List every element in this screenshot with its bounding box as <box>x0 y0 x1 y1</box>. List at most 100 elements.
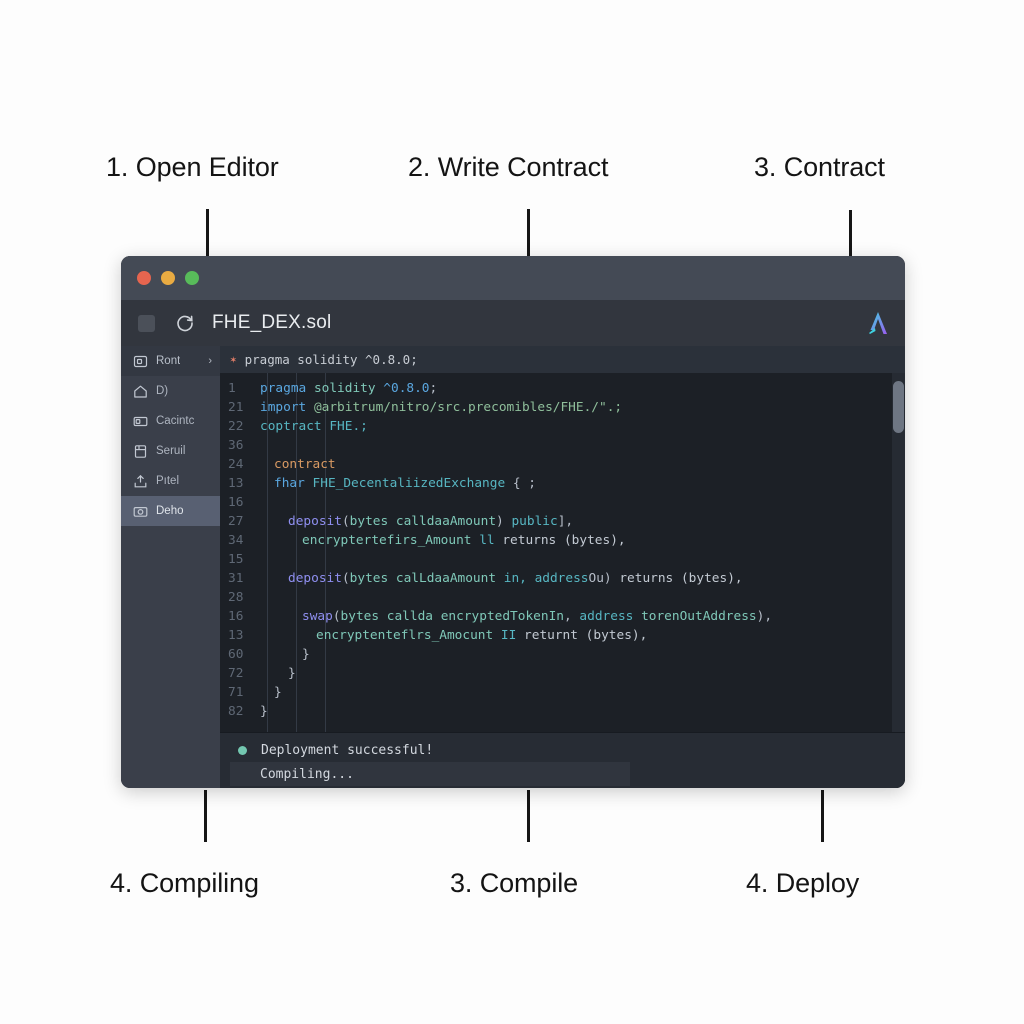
scrollbar-thumb[interactable] <box>893 381 904 433</box>
minimize-button[interactable] <box>161 271 175 285</box>
code-line-text: pragma solidity ^0.8.0; <box>250 379 437 398</box>
line-number: 72 <box>228 666 244 681</box>
sidebar-item-deho-label: Deho <box>156 505 184 517</box>
frame-icon <box>133 354 148 369</box>
code-token: ( <box>332 609 341 624</box>
stop-square-icon[interactable] <box>138 314 155 332</box>
sidebar-item-home-label: D) <box>156 385 169 397</box>
code-token: deposit <box>288 514 342 529</box>
status-row-deployment: Deployment successful! <box>220 738 905 762</box>
line-number: 21 <box>228 400 244 415</box>
line-number: 36 <box>228 438 244 453</box>
annotation-bottom-1: 4. Compiling <box>110 868 259 898</box>
code-token: torenOutAddress <box>633 609 757 624</box>
code-token: (bytes), <box>585 628 648 643</box>
sidebar-item-home[interactable]: D) <box>121 376 220 406</box>
sidebar-item-ront-label: Ront <box>156 355 181 367</box>
code-token: address <box>579 609 634 624</box>
arbitrum-a-logo-icon <box>865 310 891 336</box>
code-token: encryptedTokenIn <box>440 609 564 624</box>
code-line: 15 <box>220 550 905 569</box>
status-row-compiling: Compiling... <box>230 762 630 786</box>
window-titlebar <box>121 256 905 300</box>
code-token: deposit <box>288 571 342 586</box>
sidebar-item-pitel[interactable]: Pıtel <box>121 466 220 496</box>
line-number: 28 <box>228 590 244 605</box>
code-token: ), <box>756 609 773 624</box>
code-token: returns <box>619 571 681 586</box>
code-line-text: coptract FHE.; <box>250 417 368 436</box>
line-number: 16 <box>228 495 244 510</box>
code-line-text: encryptertefirs_Amount ll returns (bytes… <box>250 531 626 550</box>
line-number: 15 <box>228 552 244 567</box>
sidebar-item-deho[interactable]: Deho <box>121 496 220 526</box>
close-button[interactable] <box>137 271 151 285</box>
code-token: import <box>260 400 307 415</box>
code-token: } <box>260 704 268 719</box>
upload-icon <box>133 474 148 489</box>
connector-line-top-3 <box>849 210 852 257</box>
code-token: pragma <box>260 381 307 396</box>
modified-marker-icon: ✶ <box>230 353 237 366</box>
vertical-scrollbar[interactable] <box>892 373 905 732</box>
code-token: Ou) <box>588 571 620 586</box>
code-line: 82} <box>220 702 905 721</box>
refresh-icon[interactable] <box>175 313 195 333</box>
sidebar-item-seruil[interactable]: Seruil <box>121 436 220 466</box>
line-number: 13 <box>228 476 244 491</box>
connector-line-top-1 <box>206 209 209 257</box>
annotation-top-2: 2. Write Contract <box>408 152 609 182</box>
code-token: FHE_DecentaliizedExchange <box>304 476 513 491</box>
chevron-right-icon[interactable]: › <box>208 355 212 367</box>
code-token: ( <box>341 514 350 529</box>
code-token: } <box>302 647 310 662</box>
window-icon <box>133 414 148 429</box>
annotation-bottom-3: 4. Deploy <box>746 868 860 898</box>
sidebar-item-ront[interactable]: Ront › <box>121 346 220 376</box>
code-token: , <box>564 609 580 624</box>
annotation-top-1: 1. Open Editor <box>106 152 279 182</box>
code-line: 16 <box>220 493 905 512</box>
code-token: in, address <box>503 571 589 586</box>
code-token: solidity <box>306 381 384 396</box>
editor-tab[interactable]: ✶ pragma solidity ^0.8.0; <box>220 346 905 373</box>
code-line: 71} <box>220 683 905 702</box>
connector-line-bottom-1 <box>204 790 207 842</box>
code-token: swap <box>302 609 333 624</box>
code-token: ^0.8.0 <box>383 381 430 396</box>
code-token: ; <box>429 381 438 396</box>
window-body: Ront › D) Cacintc <box>121 346 905 788</box>
indent-guide-1 <box>267 373 268 732</box>
code-token: coptract <box>260 419 322 434</box>
code-token: bytes calldaaAmount <box>349 514 497 529</box>
code-token: returns <box>494 533 564 548</box>
zoom-button[interactable] <box>185 271 199 285</box>
code-token: encryptenteflrs_Amocunt <box>316 628 501 643</box>
line-number: 82 <box>228 704 244 719</box>
status-success-dot-icon <box>238 745 247 755</box>
sidebar-item-seruil-label: Seruil <box>156 445 186 457</box>
code-token: ) <box>496 514 512 529</box>
line-number: 71 <box>228 685 244 700</box>
indent-guide-2 <box>296 373 297 732</box>
annotation-bottom-2: 3. Compile <box>450 868 579 898</box>
code-token: (bytes), <box>563 533 626 548</box>
line-number: 13 <box>228 628 244 643</box>
file-title: FHE_DEX.sol <box>212 312 332 333</box>
code-token: { ; <box>512 476 536 491</box>
code-token: ], <box>557 514 574 529</box>
line-number: 34 <box>228 533 244 548</box>
sidebar-item-cacintc[interactable]: Cacintc <box>121 406 220 436</box>
code-line-text: swap(bytes callda encryptedTokenIn, addr… <box>250 607 772 626</box>
code-token: II <box>500 628 517 643</box>
editor-window: FHE_DEX.sol <box>121 256 905 788</box>
